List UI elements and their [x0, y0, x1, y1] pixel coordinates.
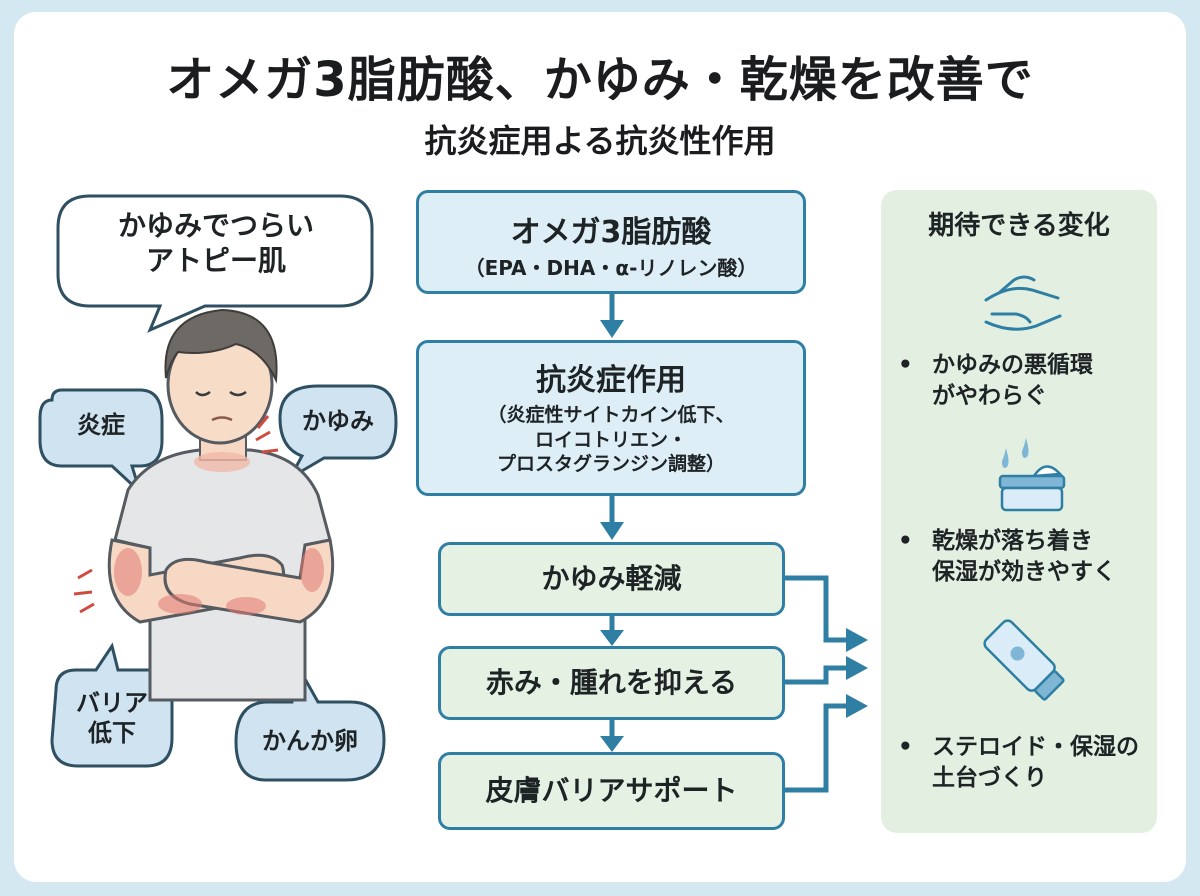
speech-text: かゆみでつらい アトピー肌 — [60, 208, 372, 278]
subtitle: 抗炎症用よる抗炎性作用 — [424, 122, 776, 160]
down-arrow-icon — [600, 720, 624, 752]
effect-1: • かゆみの悪循環 がやわらぐ — [898, 350, 1148, 420]
effect-1-text: かゆみの悪循環 がやわらぐ — [932, 350, 1093, 412]
speech-bubble — [56, 194, 374, 333]
symptom-itch: かゆみ — [302, 407, 374, 435]
main-title: オメガ3脂肪酸、かゆみ・乾燥を改善で — [166, 52, 1034, 108]
anti-inflammatory-box: 抗炎症作用 （炎症性サイトカイン低下、 ロイコトリエン・ プロスタグランジン調整… — [416, 340, 806, 496]
speech-line-1: かゆみでつらい — [117, 209, 314, 242]
bubble-scab — [234, 665, 386, 782]
anti-sub-1: （炎症性サイトカイン低下、 — [487, 404, 735, 426]
effect-3: • ステロイド・保湿の 土台づくり — [898, 732, 1148, 802]
cream-tube-icon — [983, 619, 1065, 701]
anti-sub-2: ロイコトリエン・ — [534, 428, 687, 451]
effect-2-line-2: 保湿が効きやすく — [932, 559, 1116, 586]
effect-2-text: 乾燥が落ち着き 保湿が効きやすく — [932, 526, 1116, 588]
symptom-barrier-line-2: 低下 — [88, 719, 136, 747]
anti-sub-3: プロスタグランジン調整） — [496, 453, 725, 476]
itch-marks — [73, 415, 279, 614]
bullet-3: • — [898, 734, 913, 760]
expected-changes-panel — [881, 190, 1157, 833]
barrier-support-box: 皮膚バリアサポート — [438, 752, 785, 830]
itch-reduce-box: かゆみ軽減 — [438, 542, 785, 616]
effect-3-line-2: 土台づくり — [932, 765, 1047, 792]
atopic-person-illustration — [38, 194, 398, 782]
bubble-itch — [278, 384, 398, 483]
itch-reduce-label: かゆみ軽減 — [541, 562, 682, 595]
bullet-1: • — [898, 352, 913, 378]
moisturizer-jar-icon — [998, 438, 1066, 512]
down-arrow-icon — [600, 294, 624, 338]
symptom-inflammation: 炎症 — [77, 411, 125, 439]
omega3-box: オメガ3脂肪酸 （EPA・DHA・α-リノレン酸） — [416, 190, 806, 294]
redness-box: 赤み・腫れを抑える — [438, 646, 785, 720]
effect-1-line-1: かゆみの悪循環 — [932, 352, 1093, 378]
anti-title: 抗炎症作用 — [536, 363, 686, 398]
right-arrow-icon — [846, 628, 868, 652]
down-arrow-icon — [600, 616, 624, 646]
symptom-barrier-line-1: バリア — [76, 689, 148, 717]
effect-2-line-1: 乾燥が落ち着き — [932, 528, 1093, 554]
right-arrow-icon — [846, 656, 868, 680]
redness-label: 赤み・腫れを抑える — [485, 666, 738, 699]
effect-3-line-1: ステロイド・保湿の — [932, 734, 1139, 760]
omega3-sub: （EPA・DHA・α-リノレン酸） — [464, 256, 758, 280]
bullet-2: • — [898, 528, 913, 554]
omega3-title: オメガ3脂肪酸 — [510, 215, 712, 250]
speech-line-2: アトピー肌 — [145, 244, 286, 277]
panel-title: 期待できる変化 — [928, 211, 1110, 241]
bubble-inflammation — [38, 388, 164, 497]
down-arrow-icon — [600, 496, 624, 540]
hands-icon — [984, 275, 1062, 331]
barrier-support-label: 皮膚バリアサポート — [485, 774, 738, 807]
effect-2: • 乾燥が落ち着き 保湿が効きやすく — [898, 526, 1148, 596]
effect-3-text: ステロイド・保湿の 土台づくり — [932, 732, 1139, 794]
right-arrow-icon — [846, 694, 868, 718]
symptom-barrier: バリア 低下 — [52, 688, 172, 748]
effect-1-line-2: がやわらぐ — [932, 383, 1047, 410]
symptom-scab: かんか卵 — [262, 727, 358, 755]
